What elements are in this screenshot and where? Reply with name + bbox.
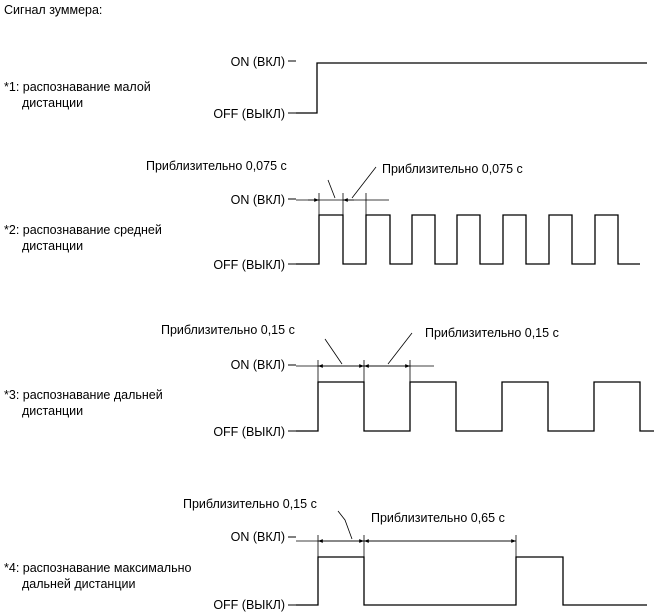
- section-2-off-time-annotation: Приблизительно 0,075 с: [382, 162, 523, 176]
- section-1-signal-line: [296, 62, 647, 114]
- section-3-leader-line: [324, 338, 343, 365]
- section-4-label-line1: *4: распознавание максимально: [4, 561, 192, 575]
- section-4-off-time-annotation: Приблизительно 0,65 с: [371, 511, 505, 525]
- section-3-off-time-annotation: Приблизительно 0,15 с: [425, 326, 559, 340]
- section-1-waveform: [288, 60, 647, 114]
- section-2-waveform: [288, 166, 640, 265]
- section-4-off-label: OFF (ВЫКЛ): [213, 598, 285, 612]
- section-1-off-label: OFF (ВЫКЛ): [213, 107, 285, 121]
- section-3-label-line1: *3: распознавание дальней: [4, 388, 163, 402]
- section-3-signal-line: [296, 381, 654, 432]
- section-3-on-label: ON (ВКЛ): [230, 358, 285, 372]
- section-1-label-line2: дистанции: [22, 96, 84, 110]
- section-1-label-line1: *1: распознавание малой: [4, 80, 151, 94]
- diagram-title: Сигнал зуммера:: [4, 3, 103, 17]
- section-3-off-label: OFF (ВЫКЛ): [213, 425, 285, 439]
- section-2-label-line1: *2: распознавание средней: [4, 223, 162, 237]
- section-2-leader-line: [327, 179, 336, 199]
- section-4-on-label: ON (ВКЛ): [230, 530, 285, 544]
- section-4-on-time-annotation: Приблизительно 0,15 с: [183, 497, 317, 511]
- section-4-waveform: [288, 510, 647, 606]
- section-3-waveform: [288, 332, 654, 432]
- section-4-signal-line: [296, 556, 647, 606]
- section-4-label-line2: дальней дистанции: [22, 577, 136, 591]
- section-3-label-line2: дистанции: [22, 404, 84, 418]
- section-3-leader-line: [387, 332, 413, 365]
- section-3-on-time-annotation: Приблизительно 0,15 с: [161, 323, 295, 337]
- section-4-leader-line: [337, 510, 353, 540]
- section-2-signal-line: [296, 214, 640, 265]
- section-2-off-label: OFF (ВЫКЛ): [213, 258, 285, 272]
- section-2-on-label: ON (ВКЛ): [230, 193, 285, 207]
- section-2-on-time-annotation: Приблизительно 0,075 с: [146, 159, 287, 173]
- section-2-label-line2: дистанции: [22, 239, 84, 253]
- section-1-on-label: ON (ВКЛ): [230, 55, 285, 69]
- section-2-leader-line: [351, 166, 377, 199]
